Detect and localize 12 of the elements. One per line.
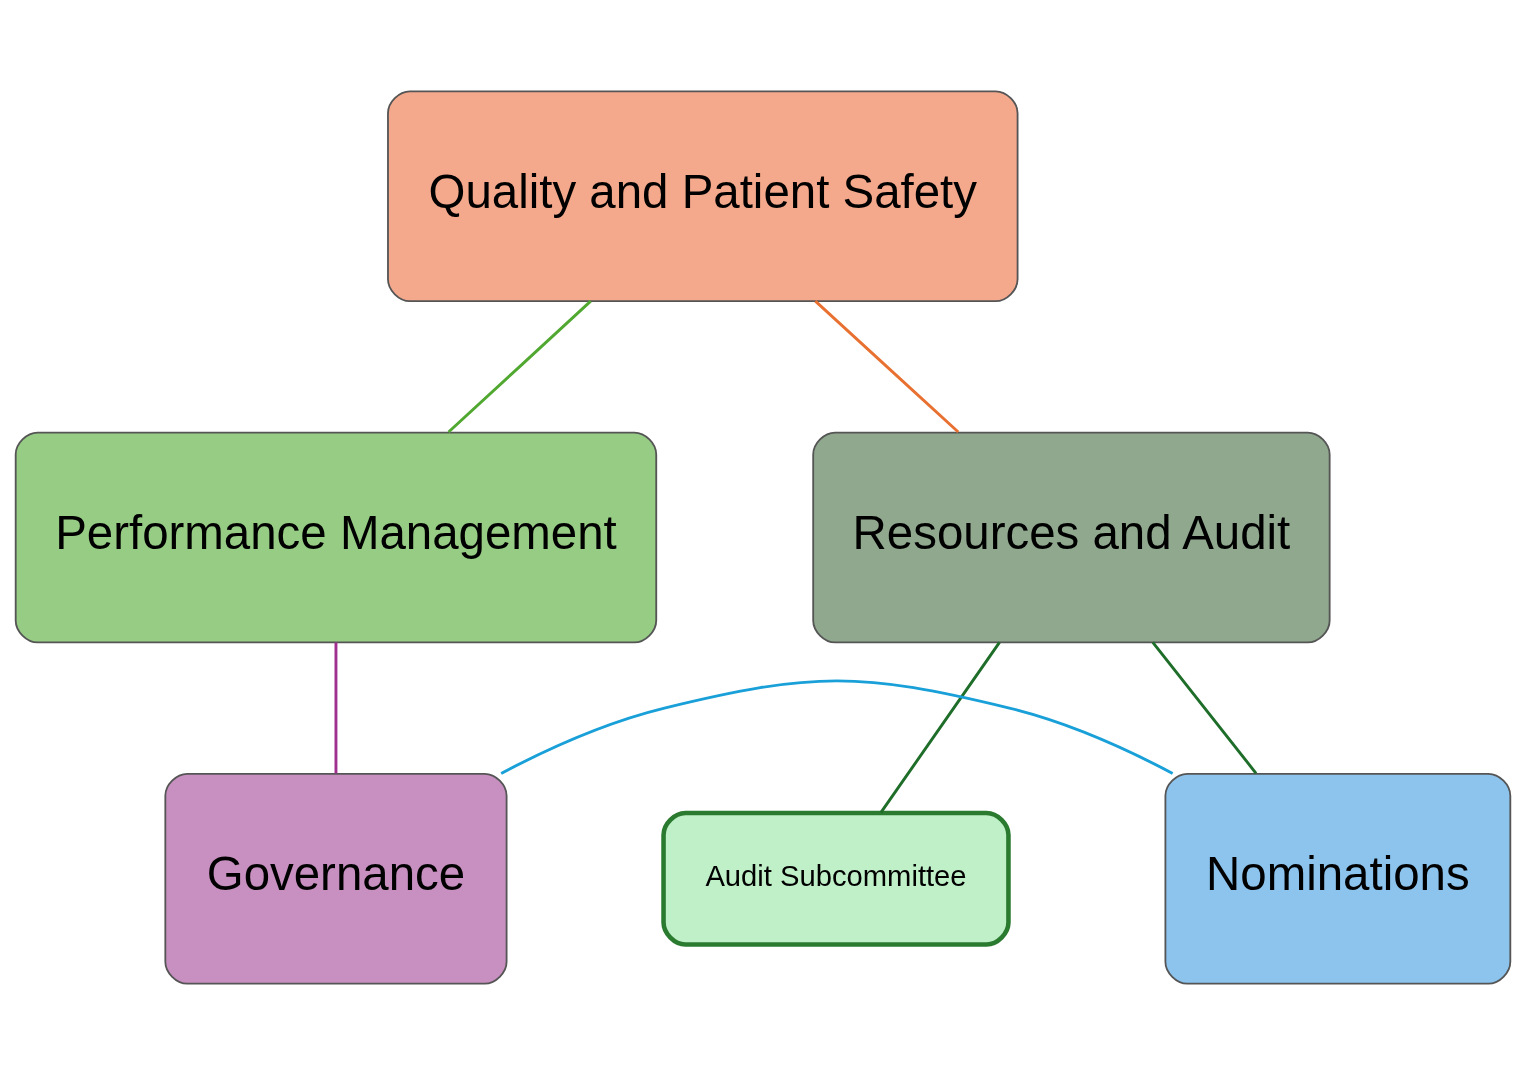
connector	[879, 641, 1001, 814]
node-box: Audit Subcommittee	[661, 810, 1011, 947]
connector	[1151, 641, 1258, 775]
node-box: Performance Management	[14, 431, 658, 644]
connector	[447, 300, 592, 434]
node-box: Quality and Patient Safety	[387, 90, 1019, 303]
connector	[814, 300, 960, 434]
node-box: Resources and Audit	[812, 431, 1331, 644]
connector	[334, 642, 338, 774]
node-box: Governance	[164, 772, 508, 985]
connector	[500, 679, 1174, 775]
node-box: Nominations	[1164, 772, 1512, 985]
